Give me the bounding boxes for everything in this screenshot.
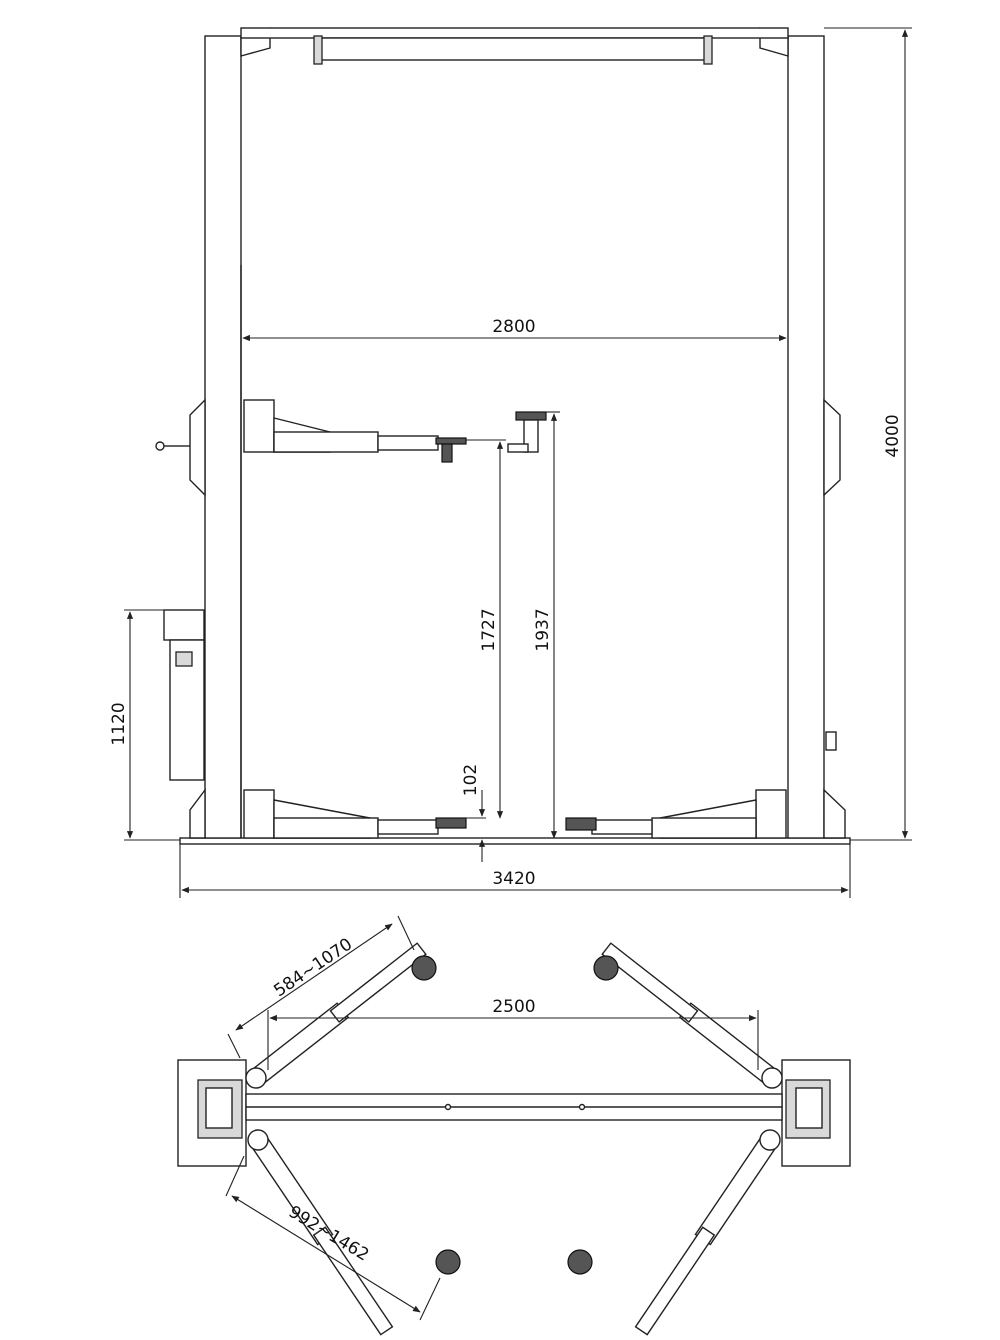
left-column-bulge [189,398,206,497]
dim-overall-height: 4000 [883,414,903,457]
right-column [787,35,825,839]
upper-left-carriage [243,399,275,453]
high-pad-top [515,411,547,421]
dim-power-unit-height: 1120 [109,702,129,745]
left-column [204,35,242,839]
front-elevation-view: 2800 4000 3420 1727 1937 102 1120 [109,27,912,898]
power-unit-motor [163,609,205,641]
lower-right-arm [651,817,757,839]
dim-pad-height: 102 [461,764,481,796]
dim-lift-high: 1937 [533,608,553,651]
upper-pad [435,437,467,445]
lower-left-carriage [243,789,275,839]
pad-upper-right [593,955,619,981]
dim-overall-width: 3420 [492,869,535,889]
dim-short-arm-range: 584~1070 [270,934,356,1001]
overhead-bar [317,37,711,61]
dim-column-spacing: 2800 [492,317,535,337]
release-handle-knob [155,441,165,451]
switch-box [825,731,837,751]
dim-line-short-arm [235,923,393,1031]
lower-right-carriage [755,789,787,839]
dim-drive-through: 2500 [492,997,535,1017]
lower-right-pad [565,817,597,831]
dim-lift-low: 1727 [479,608,499,651]
short-arm-right [601,942,779,1087]
lower-left-pad [435,817,467,829]
upper-left-arm [273,431,379,453]
short-arm-left [249,942,427,1087]
lower-left-arm [273,817,379,839]
pad-lower-left [435,1249,461,1275]
plan-view: 2500 584~1070 992~1462 [177,915,851,1336]
right-column-bulge [823,398,841,497]
base-line [179,837,851,845]
long-arm-right [634,1133,779,1336]
dim-line-long-arm [231,1195,421,1313]
pad-upper-left [411,955,437,981]
pad-lower-right [567,1249,593,1275]
